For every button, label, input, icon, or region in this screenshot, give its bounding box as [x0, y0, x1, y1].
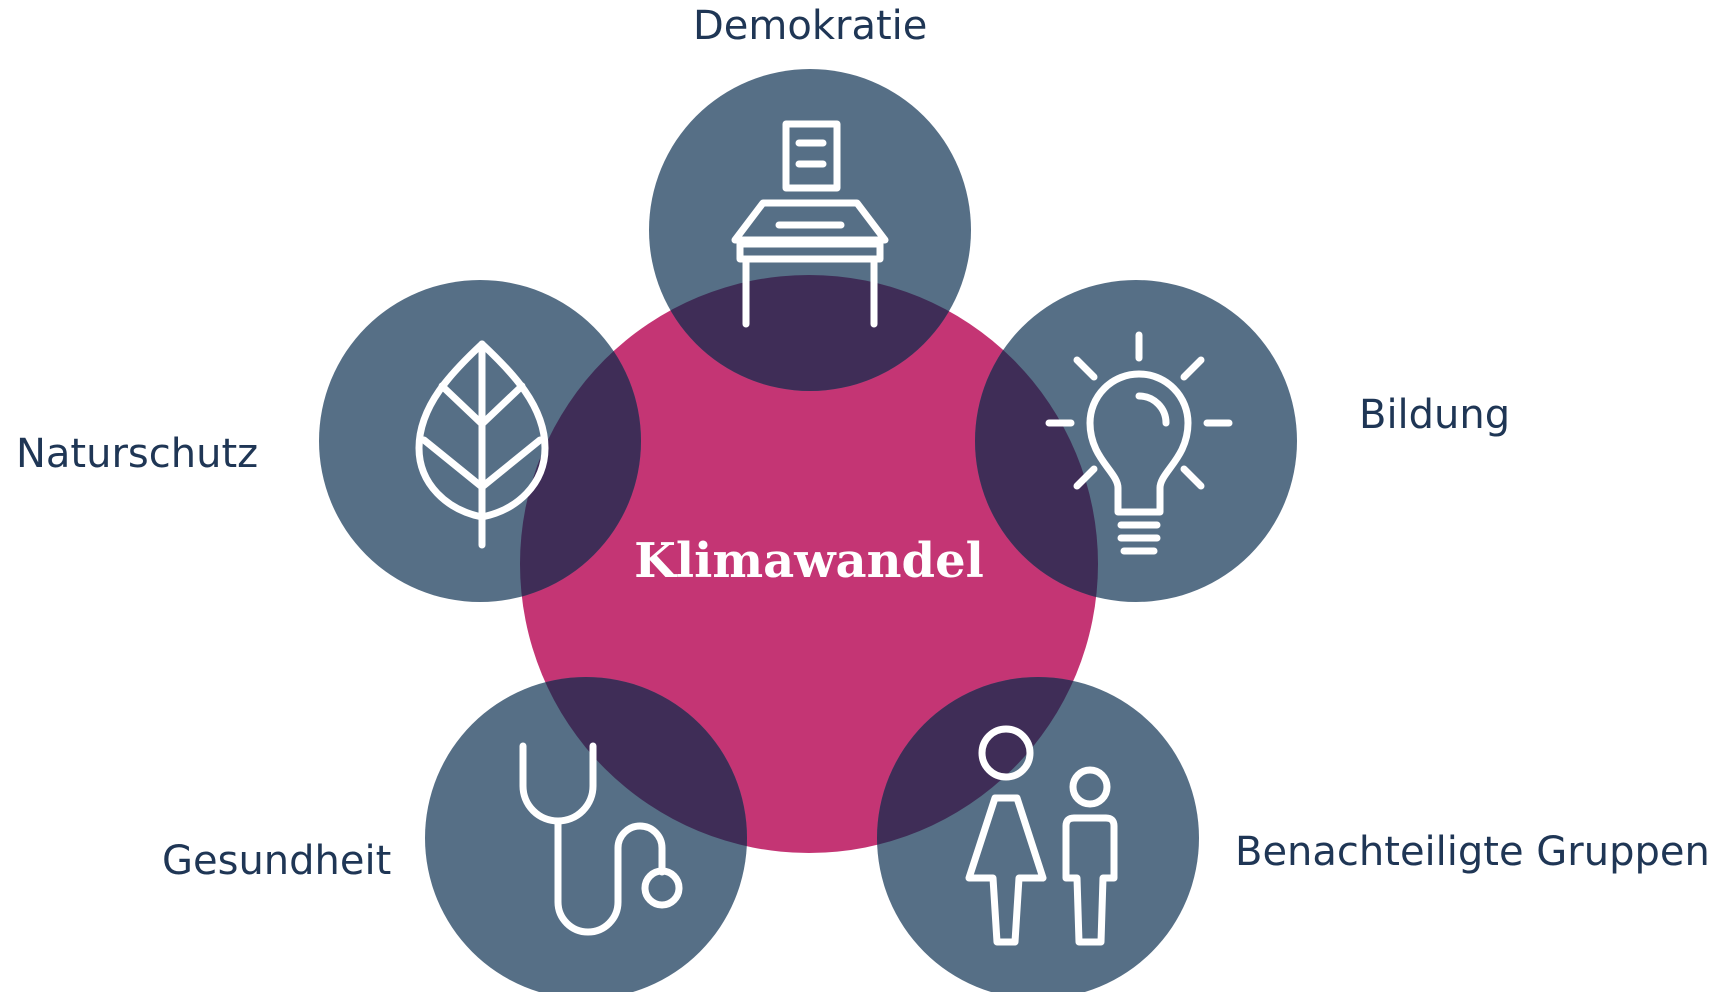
light-bulb-icon [1045, 331, 1233, 555]
stethoscope-icon [519, 742, 683, 936]
leaf-icon [415, 340, 549, 549]
overlap-demokratie [649, 275, 971, 391]
label-benachteiligte-gruppen: Benachteiligte Gruppen [1235, 829, 1710, 875]
ballot-box-icon [731, 120, 889, 328]
center-label: Klimawandel [634, 533, 984, 589]
label-naturschutz: Naturschutz [16, 431, 259, 477]
label-demokratie: Demokratie [693, 3, 928, 49]
people-icon [965, 725, 1118, 946]
label-bildung: Bildung [1359, 392, 1511, 438]
label-gesundheit: Gesundheit [162, 838, 392, 884]
